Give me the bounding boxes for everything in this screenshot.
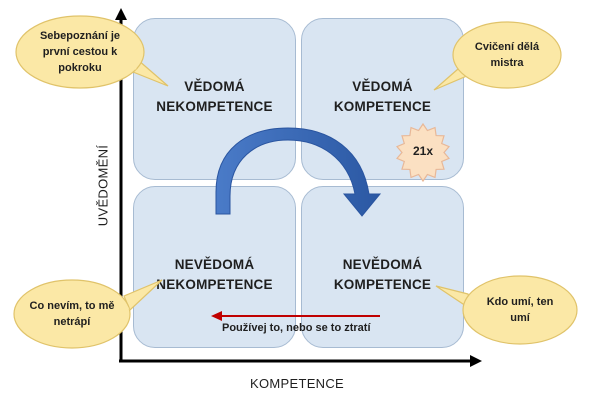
quadrant-conscious-incompetence: VĚDOMÁ NEKOMPETENCE	[133, 18, 296, 180]
bubble-line: mistra	[490, 57, 524, 69]
quadrant-label-line1: VĚDOMÁ	[184, 79, 245, 94]
quadrant-unconscious-competence: NEVĚDOMÁ KOMPETENCE	[301, 186, 464, 348]
bubble-line: pokroku	[58, 62, 102, 74]
red-arrowhead-icon	[211, 311, 222, 321]
quadrant-label: NEVĚDOMÁ KOMPETENCE	[302, 255, 463, 295]
speech-bubble-top-right	[433, 21, 562, 91]
curved-arrow-icon	[215, 127, 382, 217]
speech-bubble-top-left	[15, 15, 169, 89]
quadrant-label-line1: VĚDOMÁ	[352, 79, 413, 94]
bubble-line: Cvičení dělá	[474, 41, 540, 53]
quadrant-label-line2: NEKOMPETENCE	[156, 277, 273, 292]
bubble-line: Co nevím, to mě	[29, 300, 115, 312]
quadrant-label: VĚDOMÁ NEKOMPETENCE	[134, 77, 295, 117]
quadrant-label-line2: KOMPETENCE	[333, 99, 432, 114]
red-arrow-caption: Používej to, nebo se to ztratí	[222, 322, 371, 334]
quadrant-label-line1: NEVĚDOMÁ	[174, 257, 255, 272]
quadrant-label-line1: NEVĚDOMÁ	[342, 257, 423, 272]
quadrant-label-line2: NEKOMPETENCE	[156, 99, 273, 114]
speech-bubble-bottom-left	[13, 279, 163, 349]
y-axis-label: UVĚDOMĚNÍ	[95, 144, 111, 227]
x-axis-label: KOMPETENCE	[250, 376, 345, 391]
quadrant-label-line2: KOMPETENCE	[333, 277, 432, 292]
bubble-text-top-right: Cvičení dělá mistra	[457, 39, 557, 71]
bubble-text-bottom-right: Kdo umí, ten umí	[468, 294, 572, 326]
speech-bubble-bottom-right	[435, 275, 578, 345]
bubble-line: první cestou k	[42, 46, 118, 58]
quadrant-label: VĚDOMÁ KOMPETENCE	[302, 77, 463, 117]
quadrant-conscious-competence: VĚDOMÁ KOMPETENCE	[301, 18, 464, 180]
bubble-line: umí	[510, 312, 530, 324]
bubble-line: Sebepoznání je	[39, 30, 121, 42]
bubble-line: netrápí	[53, 316, 91, 328]
quadrant-unconscious-incompetence: NEVĚDOMÁ NEKOMPETENCE	[133, 186, 296, 348]
bubble-text-bottom-left: Co nevím, to mě netrápí	[18, 298, 126, 330]
bubble-line: Kdo umí, ten	[486, 296, 554, 308]
y-axis-arrowhead-icon	[115, 8, 127, 20]
quadrant-label: NEVĚDOMÁ NEKOMPETENCE	[134, 255, 295, 295]
x-axis-arrowhead-icon	[470, 355, 482, 367]
starburst-badge-icon	[396, 122, 450, 183]
badge-label: 21x	[412, 144, 434, 158]
bubble-text-top-left: Sebepoznání je první cestou k pokroku	[22, 28, 138, 76]
